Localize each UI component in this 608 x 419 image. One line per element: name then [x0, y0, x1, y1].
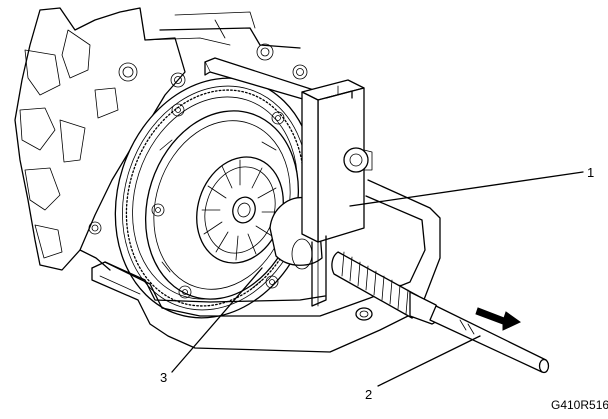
right-arrow-icon: [475, 307, 521, 331]
callout-1: 1: [587, 165, 594, 180]
leader-line-1: [349, 171, 584, 207]
tool-housing: [301, 79, 373, 307]
leader-line-2: [377, 335, 481, 387]
callout-2: 2: [365, 387, 372, 402]
support-frame: [91, 179, 441, 353]
spindle-shaft: [331, 251, 550, 374]
leader-line-3: [171, 267, 263, 373]
upper-bracket: [204, 57, 321, 105]
figure-id: G410R516: [551, 398, 608, 412]
callout-3: 3: [160, 370, 167, 385]
